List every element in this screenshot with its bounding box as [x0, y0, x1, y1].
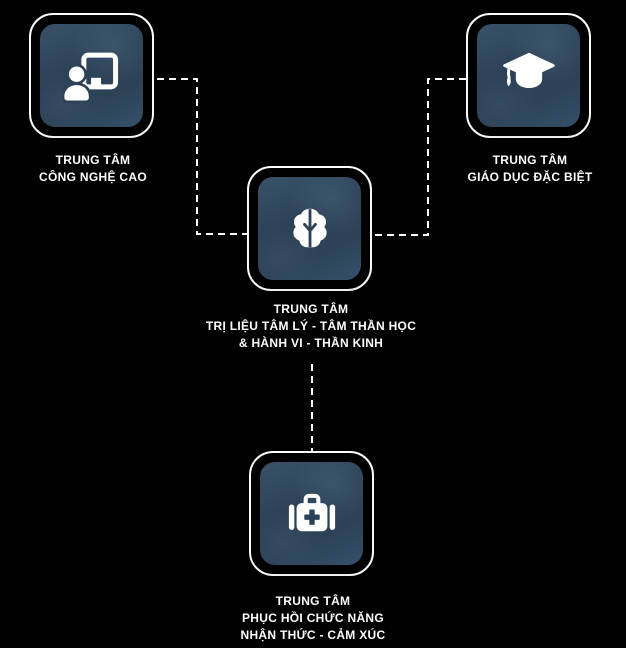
node-tile-cong-nghe-cao[interactable]	[29, 13, 154, 138]
label-line: TRUNG TÂM	[273, 302, 349, 316]
label-line: & HÀNH VI - THẦN KINH	[238, 336, 384, 350]
label-cong-nghe-cao: TRUNG TÂM CÔNG NGHỆ CAO	[0, 152, 203, 186]
tile-background	[258, 177, 361, 280]
label-line: TRUNG TÂM	[275, 594, 351, 608]
label-line: TRUNG TÂM	[492, 153, 568, 167]
label-line: PHỤC HỒI CHỨC NĂNG	[241, 611, 385, 625]
tile-background	[260, 462, 363, 565]
label-line: TRỊ LIỆU TÂM LÝ - TÂM THẦN HỌC	[205, 319, 417, 333]
node-tile-giao-duc-dac-biet[interactable]	[466, 13, 591, 138]
node-tile-phuc-hoi-chuc-nang[interactable]	[249, 451, 374, 576]
tile-background	[477, 24, 580, 127]
medical-kit-icon	[288, 493, 335, 531]
label-line: GIÁO DỤC ĐẶC BIỆT	[467, 170, 593, 184]
node-tile-tri-lieu-tam-ly[interactable]	[247, 166, 372, 291]
presentation-board-icon	[62, 52, 118, 103]
label-phuc-hoi-chuc-nang: TRUNG TÂM PHỤC HỒI CHỨC NĂNG NHẬN THỨC -…	[203, 593, 423, 644]
label-line: TRUNG TÂM	[55, 153, 131, 167]
label-giao-duc-dac-biet: TRUNG TÂM GIÁO DỤC ĐẶC BIỆT	[420, 152, 626, 186]
label-tri-lieu-tam-ly: TRUNG TÂM TRỊ LIỆU TÂM LÝ - TÂM THẦN HỌC…	[191, 301, 431, 352]
label-line: NHẬN THỨC - CẢM XÚC	[240, 628, 386, 642]
brain-icon	[292, 208, 327, 247]
label-line: CÔNG NGHỆ CAO	[39, 170, 147, 184]
graduation-cap-icon	[502, 52, 555, 88]
tile-background	[40, 24, 143, 127]
